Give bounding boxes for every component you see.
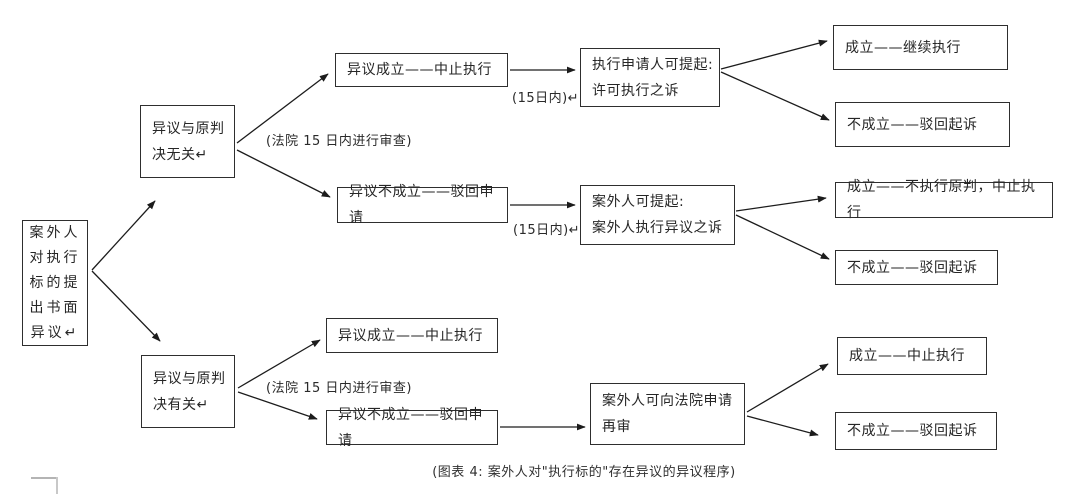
node-applicant-permission-suit: 执行申请人可提起: 许可执行之诉: [580, 48, 720, 107]
arrow-root-to-related: [91, 270, 161, 342]
node-not-upheld-dismiss-suit-top: 不成立——驳回起诉: [835, 102, 1010, 147]
node-retrial-not-upheld-dismiss: 不成立——驳回起诉: [835, 412, 997, 450]
annotation-court-review-15days-top: (法院 15 日内进行审查): [266, 134, 412, 149]
node-outsider-apply-retrial: 案外人可向法院申请 再审: [590, 383, 745, 445]
arrow-retrial-to-upheld: [746, 363, 829, 413]
node-outsider-apply-retrial-label: 案外人可向法院申请 再审: [602, 393, 733, 435]
node-applicant-permission-suit-label: 执行申请人可提起: 许可执行之诉: [592, 56, 714, 99]
arrow-outsider-suit-to-nonexec: [735, 195, 827, 212]
node-retrial-not-upheld-dismiss-label: 不成立——驳回起诉: [847, 423, 978, 439]
arrow-root-to-unrelated: [91, 200, 156, 271]
annotation-within-15days-mid: (15日内)↵: [513, 223, 581, 238]
node-upheld-no-exec-original-judgment: 成立——不执行原判，中止执行: [835, 179, 1053, 221]
node-retrial-upheld-suspend-label: 成立——中止执行: [849, 348, 965, 364]
node-objection-rejected-top: 异议不成立——驳回申请: [337, 184, 508, 226]
arrow-applicant-suit-to-reject: [720, 71, 830, 121]
node-objection-upheld-suspend-top: 异议成立——中止执行: [335, 53, 508, 87]
node-upheld-continue-execution: 成立——继续执行: [833, 25, 1008, 70]
node-outsider-objection-suit: 案外人可提起: 案外人执行异议之诉: [580, 185, 735, 245]
figure-caption: (图表 4: 案外人对"执行标的"存在异议的异议程序): [432, 465, 736, 480]
annotation-court-review-15days-bottom: (法院 15 日内进行审查): [266, 381, 412, 396]
node-objection-rejected-bottom: 异议不成立——驳回申请: [326, 407, 498, 449]
node-outsider-written-objection: 案外人 对执行 标的提 出书面 异议↵: [22, 220, 88, 346]
node-objection-rejected-bottom-label: 异议不成立——驳回申请: [338, 406, 483, 449]
node-outsider-objection-suit-label: 案外人可提起: 案外人执行异议之诉: [592, 194, 723, 236]
node-not-upheld-dismiss-suit-top-label: 不成立——驳回起诉: [847, 116, 978, 133]
node-not-upheld-dismiss-suit-mid: 不成立——驳回起诉: [835, 250, 998, 285]
arrow-related-to-upheld: [237, 339, 321, 389]
text-boundary-corner-mark-vertical: [56, 477, 58, 494]
node-objection-upheld-suspend-bottom-label: 异议成立——中止执行: [338, 327, 483, 344]
annotation-within-15days-top: (15日内)↵: [512, 91, 580, 106]
arrow-unrelated-to-upheld: [236, 73, 329, 144]
node-objection-related-label: 异议与原判 决有关↵: [153, 370, 226, 413]
arrow-related-to-rejected: [237, 391, 318, 420]
node-retrial-upheld-suspend: 成立——中止执行: [837, 337, 987, 375]
arrow-applicant-suit-to-continue: [720, 39, 828, 70]
node-objection-related-to-judgment: 异议与原判 决有关↵: [141, 355, 235, 428]
node-upheld-continue-execution-label: 成立——继续执行: [845, 39, 961, 56]
arrow-retrial-to-reject: [746, 415, 819, 437]
arrow-outsider-suit-to-reject: [735, 214, 830, 260]
node-objection-unrelated-label: 异议与原判 决无关↵: [152, 120, 225, 163]
node-objection-unrelated-to-judgment: 异议与原判 决无关↵: [140, 105, 235, 178]
arrow-unrelated-to-rejected: [236, 149, 331, 198]
node-outsider-written-objection-label: 案外人 对执行 标的提 出书面 异议↵: [29, 224, 81, 341]
node-objection-upheld-suspend-bottom: 异议成立——中止执行: [326, 318, 498, 353]
node-objection-rejected-top-label: 异议不成立——驳回申请: [349, 184, 494, 226]
node-upheld-no-exec-original-judgment-label: 成立——不执行原判，中止执行: [847, 179, 1036, 221]
node-not-upheld-dismiss-suit-mid-label: 不成立——驳回起诉: [847, 259, 978, 276]
text-boundary-corner-mark-horizontal: [31, 477, 58, 479]
node-objection-upheld-suspend-top-label: 异议成立——中止执行: [347, 62, 492, 78]
